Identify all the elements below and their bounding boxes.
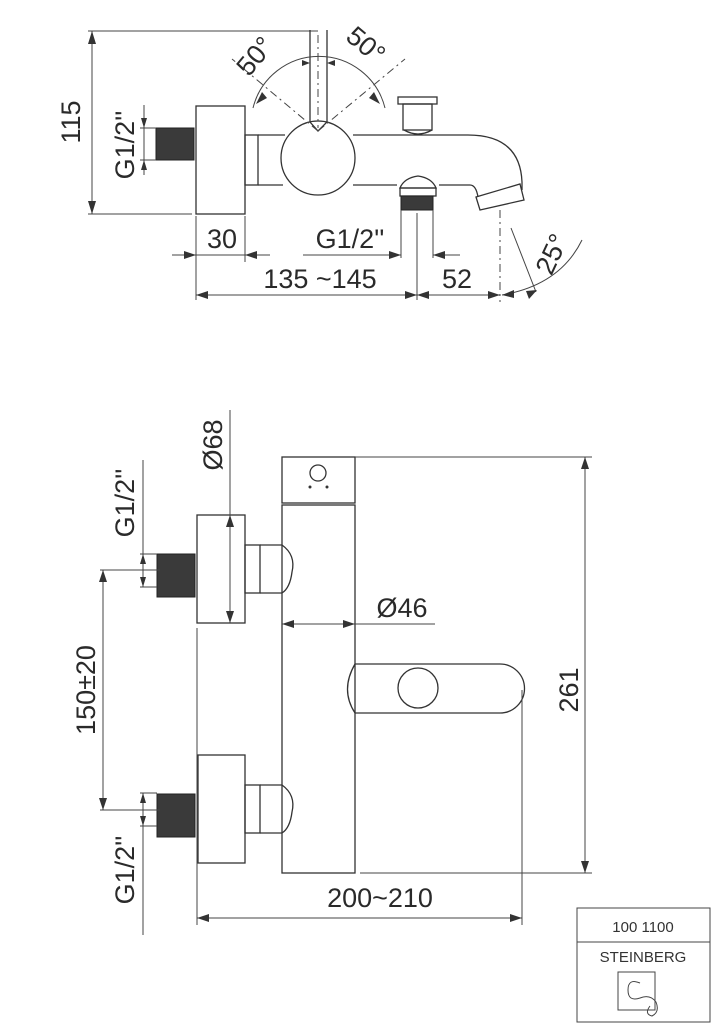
center-distance-label: 150±20 (71, 645, 101, 735)
inlet-thread (155, 127, 195, 161)
top-view: 115 G1/2'' (56, 20, 583, 302)
outlet-connection (399, 175, 437, 300)
wall-block-label: 30 (207, 224, 237, 254)
brand-name: STEINBERG (600, 949, 687, 966)
inlet-thread-dimension: G1/2'' (110, 105, 156, 179)
length-dimension: 135 ~145 52 (196, 264, 500, 299)
length-label: 135 ~145 (263, 264, 376, 294)
spout-outlet (475, 183, 525, 211)
height-dimension-115: 115 (56, 30, 318, 215)
mixer-body (258, 120, 525, 211)
width-label: 200~210 (327, 883, 433, 913)
inlet-thread-label: G1/2'' (110, 111, 140, 180)
outlet-thread-dimension: G1/2'' (303, 224, 460, 259)
height-label: 115 (56, 100, 86, 143)
spout-dim-label: 52 (442, 264, 472, 294)
body-diameter-dimension: Ø46 (282, 593, 435, 628)
outlet-thread-label: G1/2'' (316, 224, 385, 254)
lower-thread-label: G1/2'' (110, 836, 140, 905)
upper-thread (156, 553, 196, 598)
spout-angle-dimension: 25° (499, 210, 583, 302)
block-diameter-label: Ø68 (198, 419, 228, 470)
height-dimension-261: 261 (355, 456, 592, 874)
cap-circle-icon (309, 464, 327, 482)
body-diameter-label: Ø46 (376, 593, 427, 623)
lower-connector (244, 784, 294, 834)
height-label: 261 (554, 667, 584, 712)
mixer-body (281, 504, 356, 874)
article-number: 100 1100 (612, 919, 673, 936)
top-cap (281, 456, 356, 504)
wall-block-dimension: 30 (172, 216, 270, 300)
width-dimension: 200~210 (196, 628, 523, 925)
upper-thread-label: G1/2'' (110, 469, 140, 538)
front-view: Ø68 G1/2'' 150±20 G1/2'' (71, 410, 592, 935)
lower-thread-dimension: G1/2'' (110, 792, 157, 935)
lever: 50° 50° (230, 20, 406, 132)
title-block: 100 1100 STEINBERG (576, 907, 711, 1023)
connector-nut (244, 134, 259, 186)
upper-thread-dimension: G1/2'' (110, 460, 157, 588)
brand-logo-icon (617, 971, 658, 1017)
diverter-knob (397, 96, 438, 135)
spout-angle-label: 25° (530, 229, 574, 279)
wall-block (195, 105, 246, 215)
lever-handle (346, 663, 526, 714)
lower-thread (156, 793, 196, 838)
block-diameter-dimension: Ø68 (198, 410, 234, 623)
upper-connector (244, 544, 294, 594)
center-distance-dimension: 150±20 (71, 569, 160, 811)
lower-wall-block (197, 754, 246, 864)
upper-wall-block (196, 514, 246, 624)
handle-circle (280, 120, 356, 196)
angle-left-label: 50° (230, 31, 279, 82)
